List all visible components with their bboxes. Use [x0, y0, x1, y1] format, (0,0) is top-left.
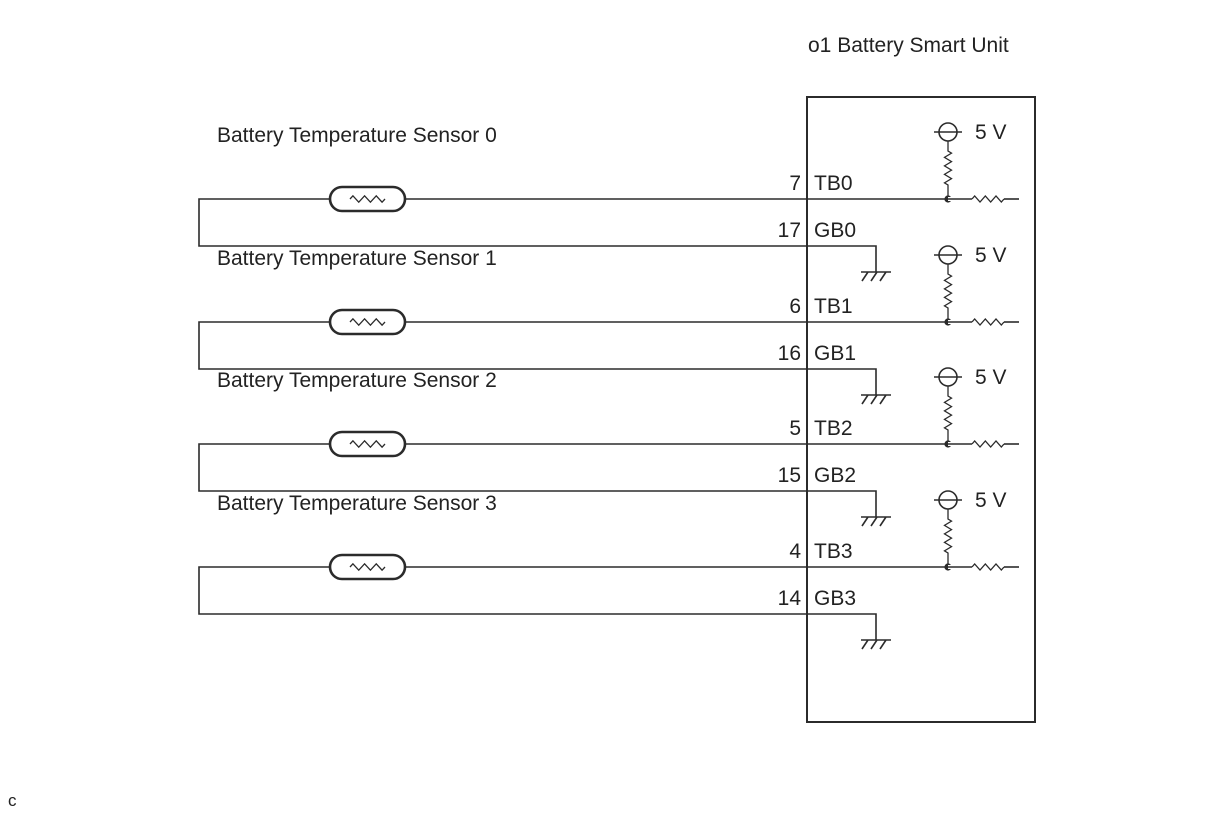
ground-pin-number: 16	[778, 342, 801, 365]
thermistor-resistor-icon	[349, 194, 386, 204]
pull-up-resistor-icon	[943, 141, 953, 199]
signal-terminal-name: TB0	[814, 172, 853, 195]
ground-icon	[807, 245, 891, 282]
signal-terminal-name: TB2	[814, 417, 853, 440]
supply-voltage-label: 5 V	[975, 121, 1007, 144]
thermistor-resistor-icon	[349, 317, 386, 327]
input-resistor-icon	[971, 563, 1005, 571]
ground-icon	[807, 490, 891, 527]
supply-voltage-label: 5 V	[975, 244, 1007, 267]
pull-up-resistor-icon	[943, 264, 953, 322]
battery-smart-unit-box	[806, 96, 1036, 723]
thermistor-resistor-icon	[349, 439, 386, 449]
signal-pin-number: 7	[789, 172, 801, 195]
ground-icon	[807, 613, 891, 650]
unit-title: o1 Battery Smart Unit	[808, 34, 1009, 57]
signal-pin-number: 4	[789, 540, 801, 563]
signal-pin-number: 5	[789, 417, 801, 440]
pull-up-resistor-icon	[943, 386, 953, 444]
ground-terminal-name: GB3	[814, 587, 856, 610]
supply-voltage-label: 5 V	[975, 366, 1007, 389]
sensor-wire-loop	[198, 443, 1019, 492]
sensor-circuit: Battery Temperature Sensor 2 5 TB2 15 GB2 5 V	[198, 366, 1019, 527]
thermistor-resistor-icon	[349, 562, 386, 572]
footer-mark: c	[8, 791, 17, 810]
pull-up-resistor-icon	[943, 509, 953, 567]
sensor-name: Battery Temperature Sensor 2	[217, 369, 497, 392]
signal-pin-number: 6	[789, 295, 801, 318]
sensor-circuit: Battery Temperature Sensor 1 6 TB1 16 GB1 5 V	[198, 244, 1019, 405]
ground-icon	[807, 368, 891, 405]
sensor-wire-loop	[198, 321, 1019, 370]
signal-terminal-name: TB3	[814, 540, 853, 563]
sensor-wire-loop	[198, 566, 1019, 615]
sensor-name: Battery Temperature Sensor 0	[217, 124, 497, 147]
sensor-circuits: Battery Temperature Sensor 0 7 TB0 17 GB0 5 V…	[198, 121, 1019, 650]
input-resistor-icon	[971, 318, 1005, 326]
supply-voltage-label: 5 V	[975, 489, 1007, 512]
sensor-wire-loop	[198, 198, 1019, 247]
ground-terminal-name: GB2	[814, 464, 856, 487]
ground-pin-number: 14	[778, 587, 802, 610]
ground-terminal-name: GB0	[814, 219, 856, 242]
input-resistor-icon	[971, 195, 1005, 203]
input-resistor-icon	[971, 440, 1005, 448]
ground-terminal-name: GB1	[814, 342, 856, 365]
ground-pin-number: 17	[778, 219, 801, 242]
sensor-name: Battery Temperature Sensor 3	[217, 492, 497, 515]
sensor-circuit: Battery Temperature Sensor 3 4 TB3 14 GB3 5 V	[198, 489, 1019, 650]
signal-terminal-name: TB1	[814, 295, 853, 318]
ground-pin-number: 15	[778, 464, 801, 487]
sensor-circuit: Battery Temperature Sensor 0 7 TB0 17 GB0 5 V	[198, 121, 1019, 282]
sensor-name: Battery Temperature Sensor 1	[217, 247, 497, 270]
